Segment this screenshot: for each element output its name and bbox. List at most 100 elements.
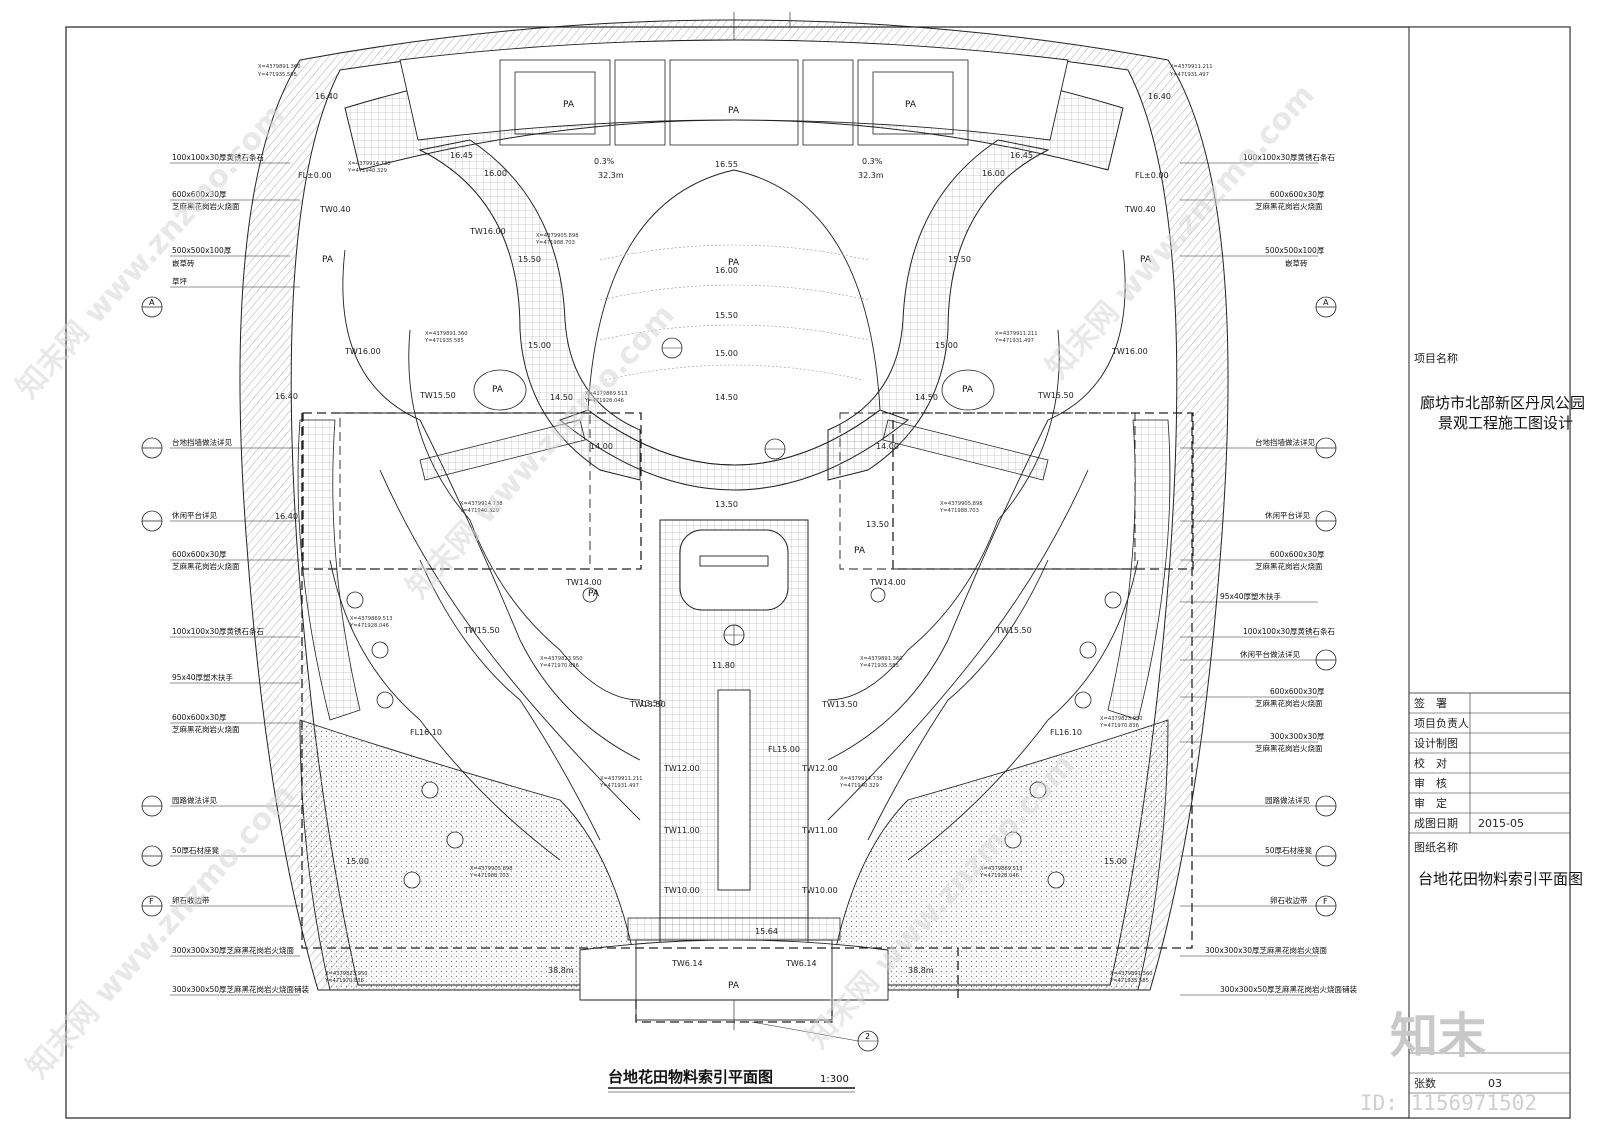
callout-text: 300x300x30厚	[1270, 732, 1325, 741]
right-terrace-beds	[827, 249, 1139, 861]
north-building-strip	[399, 39, 1069, 141]
callout-text: 园路做法详见	[1265, 795, 1310, 805]
callout-text: 台地挡墙做法详见	[172, 437, 232, 447]
drawing-name: 台地花田物料索引平面图	[1418, 870, 1583, 888]
level-text: TW14.00	[869, 578, 906, 587]
level-text: TW15.50	[463, 626, 500, 635]
right-callouts: 100x100x30厚黄锈石条石 600x600x30厚 芝麻黑花岗岩火烧面 5…	[1205, 152, 1358, 994]
coord-text: X=4379911.211	[995, 331, 1038, 337]
callout-text: 草坪	[172, 276, 187, 286]
drawing-title: 台地花田物料索引平面图	[608, 1068, 773, 1086]
coord-text: X=4379905.898	[940, 501, 983, 507]
coord-text: X=4379891.360	[1110, 971, 1153, 977]
level-text: TW10.00	[801, 886, 838, 895]
level-text: FL15.00	[768, 745, 800, 754]
coord-text: Y=471935.585	[859, 663, 899, 669]
spot-levels: 16.40 16.40 16.45 16.45 16.55 16.00 16.0…	[275, 92, 1171, 975]
level-text: 13.50	[640, 699, 663, 708]
coord-text: X=4379823.950	[325, 971, 368, 977]
coordinate-annotations: X=4379891.360 Y=471935.585 X=4379911.211…	[257, 64, 1213, 984]
callout-text: 300x300x50厚芝麻黑花岗岩火烧面铺装	[172, 984, 310, 994]
level-text: 15.00	[346, 857, 369, 866]
coord-text: X=4379911.211	[1170, 64, 1213, 70]
callout-text: 600x600x30厚	[1270, 190, 1325, 199]
coord-text: Y=471970.836	[539, 663, 579, 669]
tb-row-label: 审 核	[1414, 776, 1447, 790]
callout-text: 芝麻黑花岗岩火烧面	[172, 724, 240, 734]
level-text: 38.8m	[548, 966, 574, 975]
central-channel	[717, 689, 751, 891]
level-text: 13.50	[715, 500, 738, 509]
level-text: 15.50	[715, 311, 738, 320]
level-text: TW16.00	[469, 227, 506, 236]
level-text: 16.55	[715, 160, 738, 169]
level-text: TW15.50	[995, 626, 1032, 635]
pa-label: PA	[322, 255, 334, 265]
level-text: TW16.00	[1111, 347, 1148, 356]
coord-text: Y=471935.585	[424, 338, 464, 344]
coord-text: Y=471931.497	[994, 338, 1034, 344]
level-text: TW12.00	[663, 764, 700, 773]
left-terrace-beds	[329, 249, 641, 861]
callout-text: 休闲平台详见	[172, 510, 217, 520]
level-text: TW11.00	[801, 826, 838, 835]
coord-text: Y=471928.046	[349, 623, 389, 629]
level-text: 15.50	[518, 255, 541, 264]
axis-marker-label: 2	[865, 1032, 870, 1041]
callout-text: 300x300x30厚芝麻黑花岗岩火烧面	[172, 945, 295, 955]
level-text: 15.00	[528, 341, 551, 350]
callout-text: 600x600x30厚	[1270, 550, 1325, 559]
site-plan: PA PA PA PA PA PA PA PA PA PA PA 16.40 1…	[239, 19, 1229, 1023]
marker-letter: A	[1323, 298, 1329, 307]
pa-labels: PA PA PA PA PA PA PA PA PA PA PA	[322, 100, 1152, 991]
coord-text: X=4379905.898	[536, 233, 579, 239]
level-text: 32.3m	[858, 171, 884, 180]
coord-text: Y=471970.836	[1099, 723, 1139, 729]
coord-text: Y=471988.703	[535, 240, 575, 246]
level-text: TW0.40	[1124, 205, 1156, 214]
level-text: 15.64	[755, 927, 778, 936]
south-steps	[627, 917, 841, 941]
callout-text: 300x300x30厚芝麻黑花岗岩火烧面	[1205, 945, 1328, 955]
coord-text: X=4379911.211	[600, 776, 643, 782]
callout-text: 芝麻黑花岗岩火烧面	[172, 201, 240, 211]
level-text: TW12.00	[801, 764, 838, 773]
project-name-line1: 廊坊市北部新区丹凤公园	[1420, 394, 1585, 412]
level-text: TW6.14	[671, 959, 703, 968]
project-name-label: 项目名称	[1414, 351, 1458, 365]
brand-logo: 知末	[1390, 1008, 1486, 1064]
coord-text: X=4379823.950	[540, 656, 583, 662]
callout-text: 卵石收边带	[1270, 895, 1308, 905]
callout-text: 芝麻黑花岗岩火烧面	[172, 561, 240, 571]
pa-label: PA	[492, 385, 504, 395]
watermark-text: 知末网 www.znzmo.com	[20, 778, 302, 1085]
pa-label: PA	[854, 546, 866, 556]
callout-text: 95x40厚塑木扶手	[172, 672, 234, 682]
coord-text: X=4379905.898	[470, 866, 513, 872]
callout-text: 嵌草砖	[1285, 258, 1308, 268]
level-text: 16.45	[450, 151, 473, 160]
coord-text: Y=471928.046	[584, 398, 624, 404]
level-text: 14.50	[915, 393, 938, 402]
tb-row-label: 签 署	[1414, 696, 1447, 710]
callout-text: 卵石收边带	[172, 895, 210, 905]
level-text: 11.80	[712, 661, 735, 670]
callout-text: 芝麻黑花岗岩火烧面	[1255, 698, 1323, 708]
central-water-inner	[699, 555, 769, 567]
callout-text: 500x500x100厚	[172, 246, 232, 255]
callout-text: 600x600x30厚	[172, 190, 227, 199]
central-lawn-arc	[587, 169, 881, 466]
level-text: 16.40	[275, 392, 298, 401]
tree-symbols	[346, 587, 1122, 889]
level-text: 0.3%	[594, 157, 615, 166]
level-text: 14.50	[715, 393, 738, 402]
coord-text: X=4379914.738	[348, 161, 391, 167]
marker-letter: F	[1323, 897, 1328, 906]
pa-label: PA	[962, 385, 974, 395]
level-text: FL±0.00	[298, 171, 332, 180]
coord-text: X=4379891.360	[860, 656, 903, 662]
north-building-cells	[499, 59, 969, 146]
drawing-name-label: 图纸名称	[1414, 840, 1458, 854]
level-text: TW15.50	[419, 391, 456, 400]
